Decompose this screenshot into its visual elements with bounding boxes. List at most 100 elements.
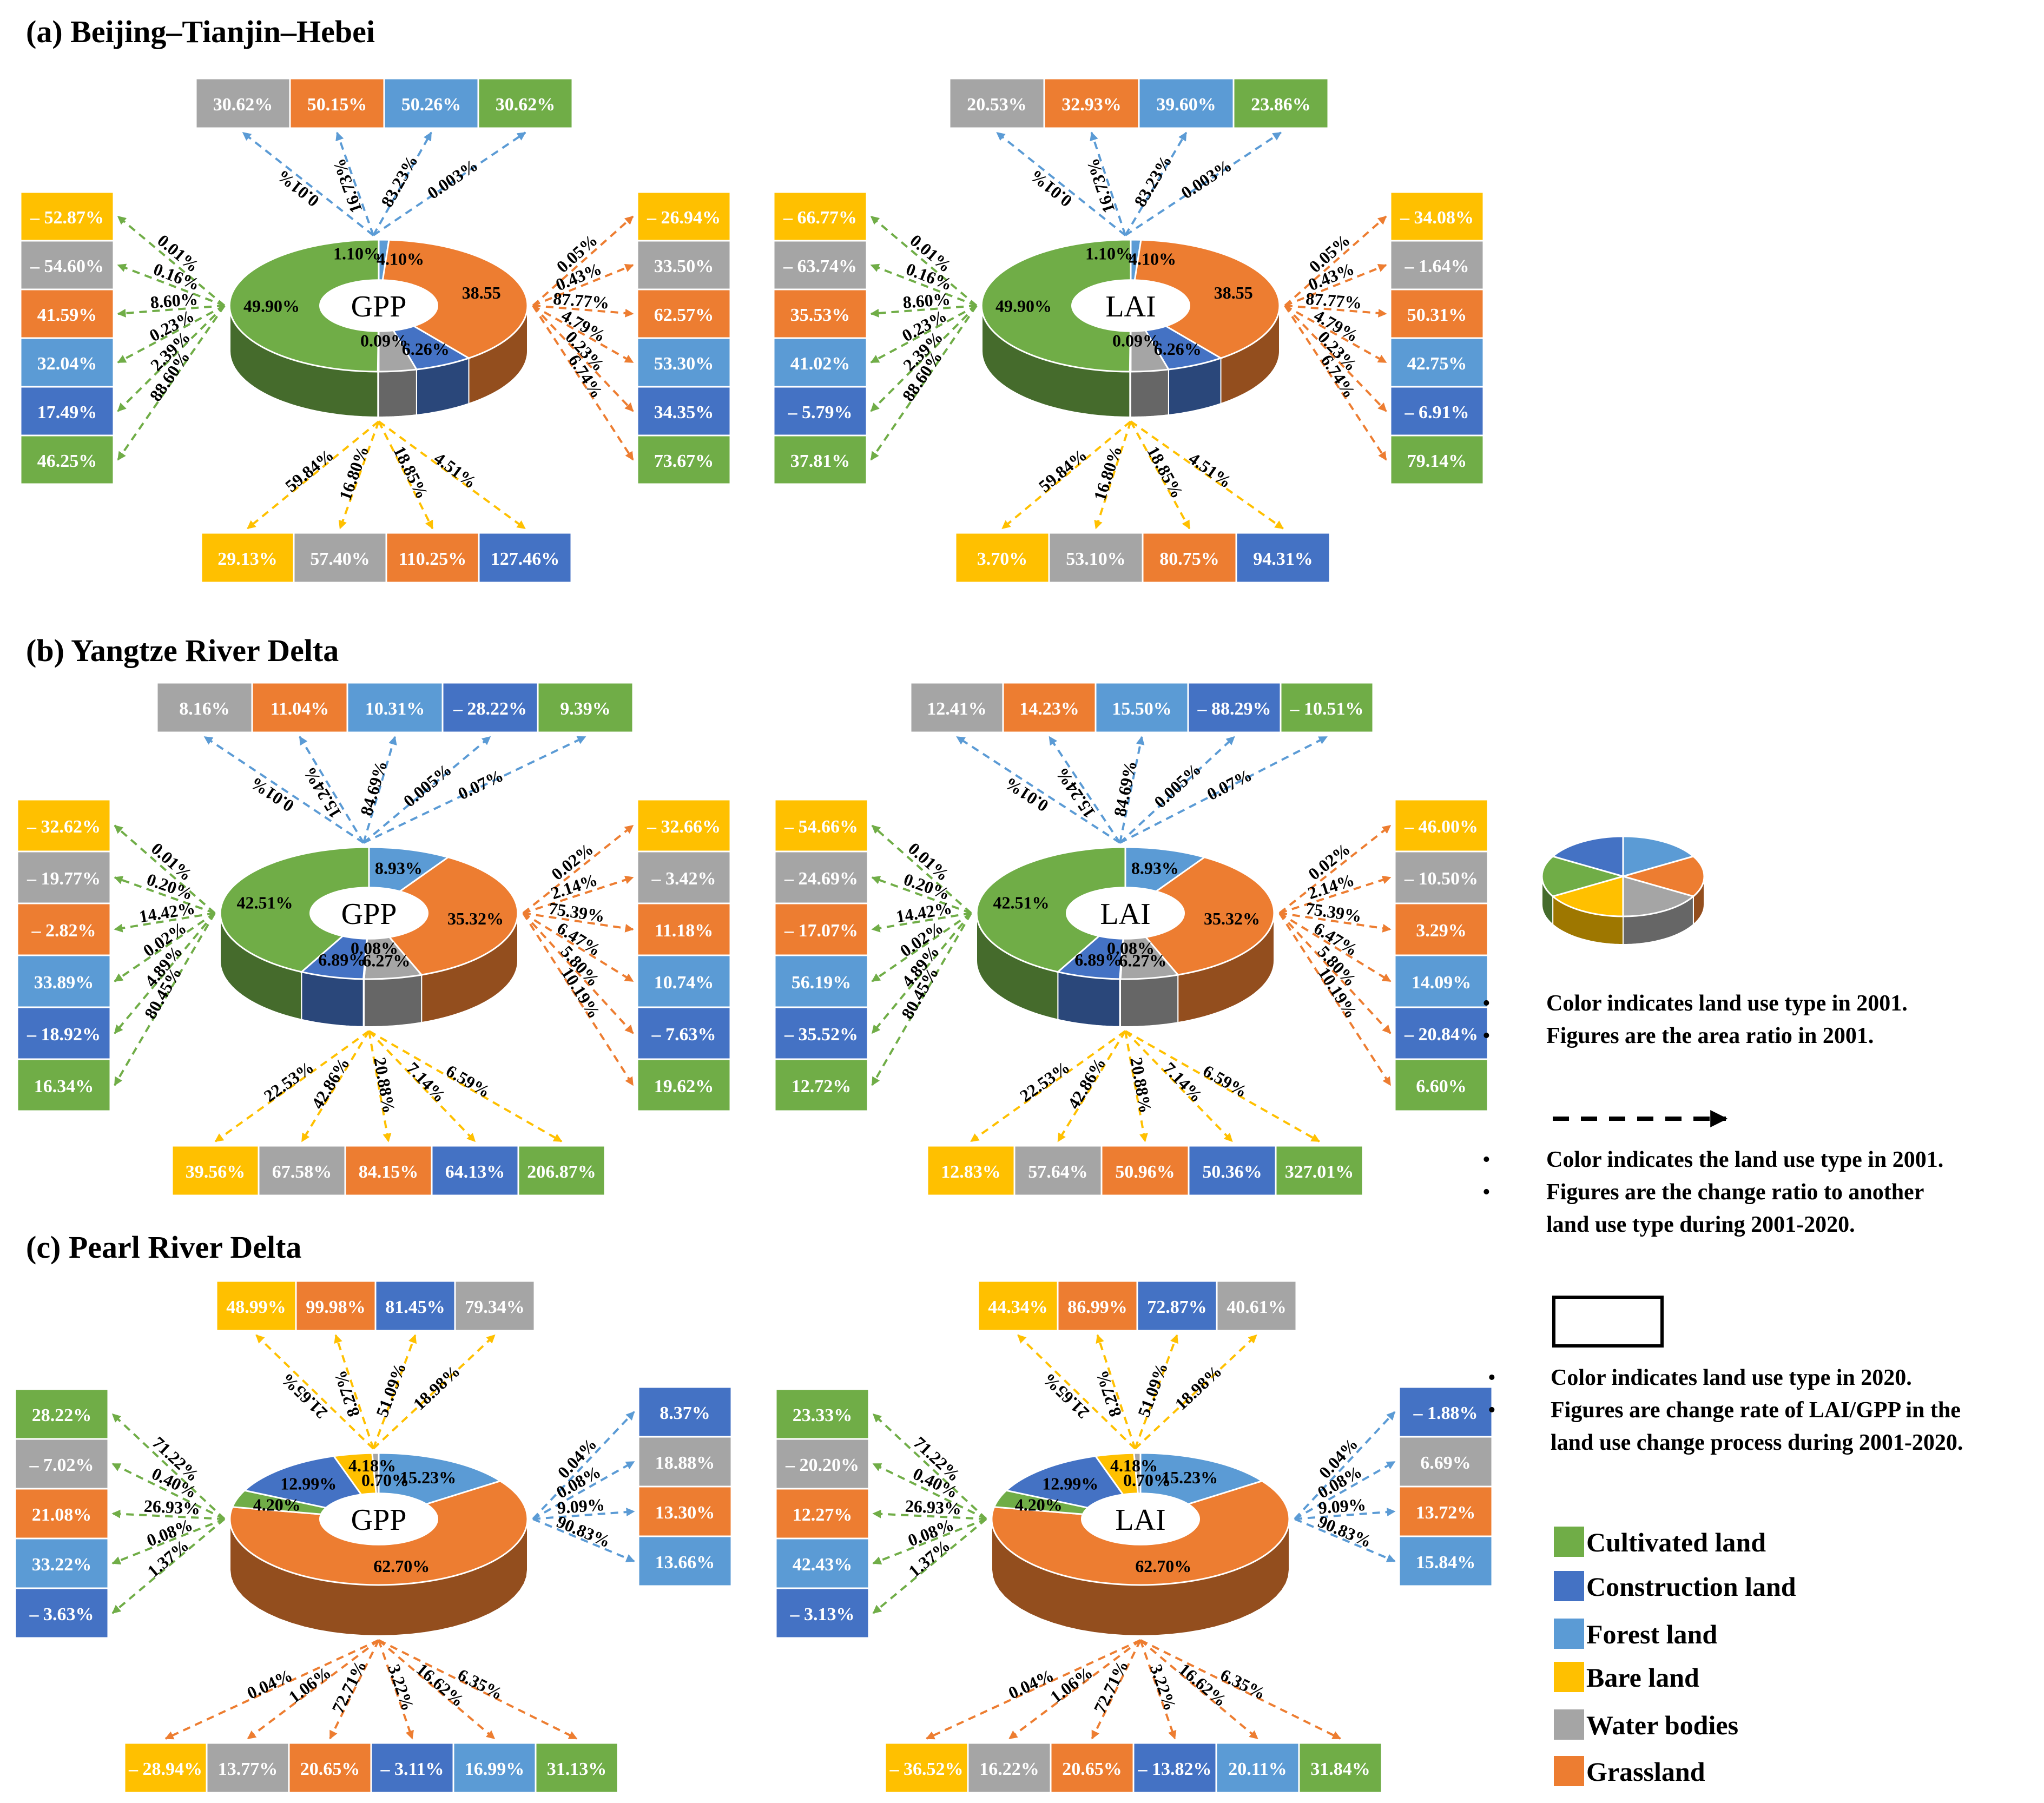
bottom-3-arrow-label: 4.51% <box>431 448 480 492</box>
bottom-1-value: 13.77% <box>218 1759 278 1779</box>
left-4-value: – 35.52% <box>784 1025 858 1045</box>
bottom-3-value: 64.13% <box>445 1162 505 1182</box>
right-5-arrow <box>532 305 634 461</box>
top-0-arrow <box>996 131 1126 236</box>
left-1-arrow <box>111 1463 225 1520</box>
top-1-box <box>289 77 385 129</box>
bottom-1-value: 57.64% <box>1028 1162 1088 1182</box>
right-3-arrow-label: 90.83% <box>1315 1511 1375 1551</box>
left-3-arrow <box>872 1518 987 1565</box>
right-2-value: 3.29% <box>1416 921 1467 941</box>
left-4-arrow <box>872 1518 987 1614</box>
top-0-value: 48.99% <box>226 1297 286 1317</box>
legend-note-box-1: Color indicates land use type in 2020. <box>1551 1365 1912 1390</box>
pie-center-label: LAI <box>1100 897 1150 931</box>
right-1-value: – 10.50% <box>1404 869 1478 889</box>
pie-hole <box>309 887 428 940</box>
pie-side-water <box>1120 974 1179 1027</box>
left-0-arrow <box>117 215 226 307</box>
bottom-2-arrow-label: 72.71% <box>1090 1657 1132 1716</box>
pie-hole <box>319 279 438 332</box>
pie-label-construction: 6.26% <box>402 339 450 359</box>
left-5-arrow <box>117 305 226 461</box>
right-3-value: 42.75% <box>1407 354 1467 374</box>
bottom-4-value: 327.01% <box>1285 1162 1354 1182</box>
top-2-value: 15.50% <box>1112 699 1172 719</box>
bottom-1-arrow <box>1008 1639 1142 1740</box>
bottom-3-box <box>370 1742 454 1794</box>
right-5-arrow <box>1284 305 1387 461</box>
left-1-arrow <box>872 1463 987 1520</box>
bottom-2-arrow-label: 18.85% <box>390 443 432 502</box>
legend-pie-slice-construction <box>1551 835 1624 877</box>
bottom-2-arrow-label: 72.71% <box>328 1657 370 1716</box>
top-2-value: 81.45% <box>385 1297 445 1317</box>
pie-label-cultivated: 42.51% <box>993 893 1049 913</box>
bottom-0-box <box>954 532 1050 584</box>
top-0-arrow-label: 21.65% <box>277 1370 331 1423</box>
top-1-value: 86.99% <box>1067 1297 1128 1317</box>
left-3-arrow <box>871 912 972 982</box>
left-2-value: 12.27% <box>793 1505 853 1525</box>
left-1-arrow <box>871 876 972 914</box>
pie-label-cultivated: 49.90% <box>995 296 1052 316</box>
right-1-box <box>1394 850 1489 904</box>
right-1-arrow <box>1279 875 1392 914</box>
top-2-value: 72.87% <box>1147 1297 1207 1317</box>
right-2-box <box>1394 902 1489 956</box>
top-3-value: 40.61% <box>1227 1297 1287 1317</box>
bottom-0-arrow <box>1001 420 1132 530</box>
top-0-arrow <box>203 736 365 844</box>
bottom-2-arrow <box>1130 421 1191 530</box>
right-5-value: 79.14% <box>1407 451 1467 471</box>
pie-label-grassland: 35.32% <box>1204 909 1260 928</box>
right-4-value: – 20.84% <box>1404 1025 1478 1045</box>
left-3-value: 42.43% <box>793 1555 853 1575</box>
pie-label-water: 6.27% <box>1119 951 1166 970</box>
legend-bullet: • <box>1482 1180 1491 1205</box>
left-4-value: – 5.79% <box>788 402 853 422</box>
right-1-value: – 3.42% <box>651 869 716 889</box>
legend-pie-slice-water <box>1622 875 1696 917</box>
right-1-arrow <box>1294 1461 1396 1520</box>
top-3-arrow-label: 0.005% <box>1150 759 1205 811</box>
bottom-1-arrow <box>301 1030 370 1142</box>
pie-slice-cultivated <box>975 846 1126 973</box>
pie-label-water: 6.27% <box>362 951 410 970</box>
bottom-1-value: 57.40% <box>310 549 370 569</box>
top-4-box <box>537 682 634 734</box>
left-5-box <box>773 434 868 485</box>
bottom-0-arrow <box>970 1030 1126 1142</box>
right-0-arrow <box>532 1411 635 1520</box>
left-2-value: – 17.07% <box>784 921 858 941</box>
bottom-3-arrow-label: 7.14% <box>403 1058 450 1106</box>
top-3-value: 30.62% <box>496 95 556 115</box>
right-0-arrow <box>532 215 634 307</box>
right-2-value: 13.72% <box>1416 1503 1476 1523</box>
right-0-value: – 34.08% <box>1400 208 1474 228</box>
section-title-c: (c) Pearl River Delta <box>26 1230 301 1265</box>
bottom-4-arrow-label: 6.59% <box>443 1061 493 1101</box>
left-0-value: 23.33% <box>793 1405 853 1425</box>
left-2-value: 35.53% <box>790 305 850 325</box>
left-2-arrow <box>117 305 225 318</box>
pie-center-label: GPP <box>341 897 397 931</box>
legend-bullet: • <box>1482 1023 1491 1048</box>
bottom-0-arrow-label: 22.53% <box>1016 1057 1073 1106</box>
bottom-2-value: 110.25% <box>399 549 467 569</box>
legend-note-box-3: land use change process during 2001-2020… <box>1551 1430 1963 1455</box>
pie-label-cultivated: 49.90% <box>243 296 300 316</box>
bottom-2-value: 80.75% <box>1159 549 1219 569</box>
bottom-2-box <box>1142 532 1237 584</box>
bottom-5-box <box>1298 1742 1383 1794</box>
left-2-box <box>14 1488 109 1540</box>
bottom-4-value: 206.87% <box>527 1162 596 1182</box>
right-4-arrow <box>532 305 634 412</box>
bottom-2-arrow <box>1124 1031 1148 1142</box>
right-5-value: 6.60% <box>1416 1076 1467 1097</box>
bottom-2-arrow-label: 18.85% <box>1143 443 1188 501</box>
top-3-value: – 88.29% <box>1197 699 1271 719</box>
right-2-arrow-label: 87.77% <box>552 288 610 312</box>
bottom-2-value: 20.65% <box>300 1759 360 1779</box>
left-1-box <box>774 850 869 904</box>
